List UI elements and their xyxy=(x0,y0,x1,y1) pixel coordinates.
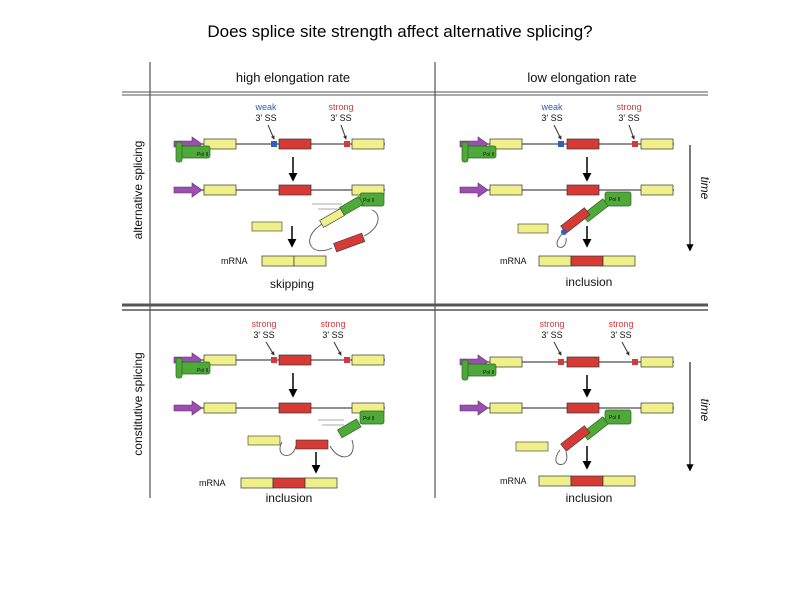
pol-label: Pol II xyxy=(197,368,208,374)
pol-label: Pol II xyxy=(363,416,374,422)
site-label-ss: 3' SS xyxy=(618,113,639,123)
gene-strand: Pol II xyxy=(459,136,674,163)
site-label-strong: strong xyxy=(616,102,641,112)
gene-strand: Pol II xyxy=(459,354,674,381)
site-label-ss: 3' SS xyxy=(253,330,274,340)
site-label-strong: strong xyxy=(320,319,345,329)
site-label-weak: weak xyxy=(540,102,563,112)
gene-strand: Pol II xyxy=(173,400,385,458)
site-label-ss: 3' SS xyxy=(610,330,631,340)
time-label: time xyxy=(698,399,712,422)
gene-strand: Pol II xyxy=(459,400,674,465)
site-label-weak: weak xyxy=(254,102,277,112)
pol-label: Pol II xyxy=(363,198,374,204)
panel-const-low: strong 3' SS strong 3' SS Pol II Pol II xyxy=(459,319,712,505)
pol-ii-icon xyxy=(604,191,632,207)
site-label-strong: strong xyxy=(608,319,633,329)
mrna-label: mRNA xyxy=(500,476,527,486)
site-label-ss: 3' SS xyxy=(541,330,562,340)
site-label-strong: strong xyxy=(539,319,564,329)
panel-alt-low: weak 3' SS strong 3' SS Pol II Pol II xyxy=(459,102,712,289)
pol-ii-icon xyxy=(604,409,632,425)
pol-label: Pol II xyxy=(483,370,494,376)
outcome-label: inclusion xyxy=(566,491,613,505)
site-label-strong: strong xyxy=(328,102,353,112)
gene-strand: Pol II xyxy=(173,352,385,379)
promoter-arrow-icon xyxy=(173,182,203,198)
pol-label: Pol II xyxy=(609,415,620,421)
site-label-strong: strong xyxy=(251,319,276,329)
gene-strand: Pol II xyxy=(173,182,385,253)
site-label-ss: 3' SS xyxy=(322,330,343,340)
outcome-label: skipping xyxy=(270,277,314,291)
mrna-label: mRNA xyxy=(500,256,527,266)
promoter-arrow-icon xyxy=(459,182,489,198)
column-header-low: low elongation rate xyxy=(527,70,636,85)
slide-title: Does splice site strength affect alterna… xyxy=(207,22,593,41)
gene-strand: Pol II xyxy=(459,182,674,248)
promoter-arrow-icon xyxy=(459,400,489,416)
mrna-label: mRNA xyxy=(199,478,226,488)
site-label-ss: 3' SS xyxy=(330,113,351,123)
outcome-label: inclusion xyxy=(566,275,613,289)
pol-label: Pol II xyxy=(483,152,494,158)
site-label-ss: 3' SS xyxy=(541,113,562,123)
row-label-constitutive: constitutive splicing xyxy=(131,352,145,455)
promoter-arrow-icon xyxy=(173,400,203,416)
panel-alt-high: weak 3' SS strong 3' SS Pol II Pol I xyxy=(173,102,385,291)
figure-grid xyxy=(122,62,708,498)
site-label-ss: 3' SS xyxy=(255,113,276,123)
column-header-high: high elongation rate xyxy=(236,70,350,85)
row-label-alternative: alternative splicing xyxy=(131,141,145,240)
pol-ii-icon xyxy=(359,410,385,425)
time-label: time xyxy=(698,177,712,200)
gene-strand: Pol II xyxy=(173,136,385,163)
mrna-label: mRNA xyxy=(221,256,248,266)
panel-const-high: strong 3' SS strong 3' SS Pol II Pol II xyxy=(173,319,385,505)
pol-label: Pol II xyxy=(197,152,208,158)
outcome-label: inclusion xyxy=(266,491,313,505)
pol-label: Pol II xyxy=(609,197,620,203)
